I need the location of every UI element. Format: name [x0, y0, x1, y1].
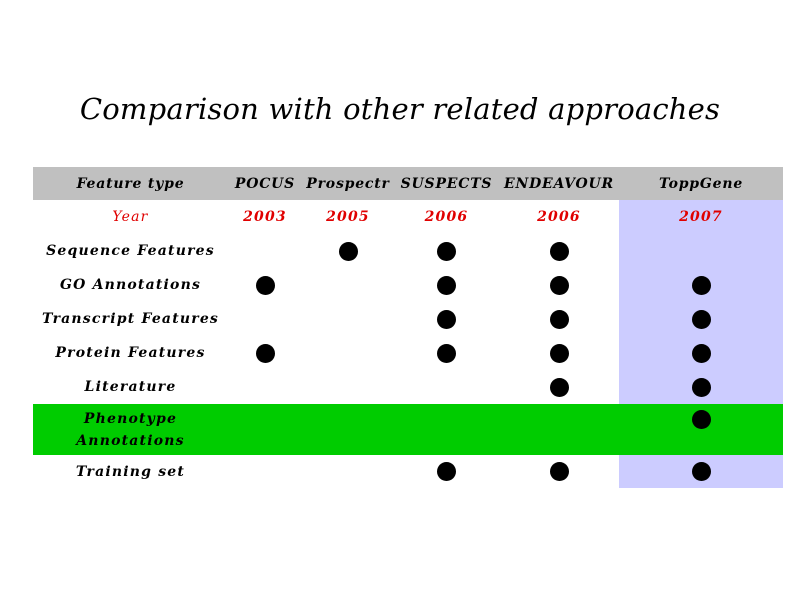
year-toppgene: 2007	[619, 200, 783, 234]
year-prospectr: 2005	[326, 209, 370, 225]
header-row: Feature type POCUS Prospectr SUSPECTS EN…	[33, 167, 783, 200]
cell-pocus	[228, 268, 302, 302]
cell-endeavour	[499, 268, 619, 302]
cell-toppgene	[619, 404, 783, 455]
feature-label: Sequence Features	[46, 243, 215, 259]
cell-toppgene	[619, 455, 783, 488]
table-row: Transcript Features	[33, 302, 783, 336]
cell-prospectr	[302, 336, 394, 370]
cell-pocus	[228, 302, 302, 336]
header-suspects: SUSPECTS	[400, 175, 493, 192]
table-row: Training set	[33, 455, 783, 488]
feature-label: Phenotype Annotations	[33, 404, 228, 455]
cell-suspects	[394, 404, 499, 455]
cell-toppgene	[619, 268, 783, 302]
cell-suspects	[394, 234, 499, 268]
feature-label: Transcript Features	[41, 311, 220, 327]
cell-prospectr	[302, 302, 394, 336]
cell-suspects	[394, 336, 499, 370]
cell-endeavour	[499, 370, 619, 404]
cell-pocus	[228, 370, 302, 404]
feature-label: GO Annotations	[59, 277, 202, 293]
check-dot-icon	[549, 309, 569, 329]
cell-prospectr	[302, 370, 394, 404]
cell-suspects	[394, 268, 499, 302]
check-dot-icon	[691, 377, 711, 397]
header-toppgene: ToppGene	[619, 167, 783, 200]
cell-endeavour	[499, 336, 619, 370]
cell-endeavour	[499, 234, 619, 268]
check-dot-icon	[437, 309, 456, 329]
check-dot-icon	[549, 377, 569, 397]
feature-label-line2: Annotations	[76, 432, 185, 449]
check-dot-icon	[255, 275, 275, 295]
cell-prospectr	[302, 404, 394, 455]
check-dot-icon	[437, 275, 456, 295]
cell-pocus	[228, 455, 302, 488]
cell-pocus	[228, 234, 302, 268]
feature-label: Literature	[84, 379, 177, 395]
check-dot-icon	[338, 241, 358, 261]
table-row: GO Annotations	[33, 268, 783, 302]
cell-prospectr	[302, 234, 394, 268]
table-row: Literature	[33, 370, 783, 404]
year-endeavour: 2006	[537, 209, 581, 225]
cell-prospectr	[302, 268, 394, 302]
header-endeavour: ENDEAVOUR	[504, 175, 614, 192]
check-dot-icon	[549, 462, 569, 481]
table-row: Sequence Features	[33, 234, 783, 268]
check-dot-icon	[691, 309, 711, 329]
header-prospectr: Prospectr	[306, 175, 390, 192]
feature-label: Training set	[75, 463, 186, 480]
cell-pocus	[228, 336, 302, 370]
cell-endeavour	[499, 302, 619, 336]
check-dot-icon	[437, 343, 456, 363]
cell-toppgene	[619, 336, 783, 370]
check-dot-icon	[437, 241, 456, 261]
cell-toppgene	[619, 370, 783, 404]
cell-endeavour	[499, 404, 619, 455]
cell-toppgene	[619, 302, 783, 336]
table-row: Protein Features	[33, 336, 783, 370]
table-row: Phenotype Annotations	[33, 404, 783, 455]
feature-label: Protein Features	[55, 345, 206, 361]
check-dot-icon	[691, 343, 711, 363]
check-dot-icon	[549, 241, 569, 261]
slide-title: Comparison with other related approaches	[79, 92, 721, 126]
cell-toppgene	[619, 234, 783, 268]
year-suspects: 2006	[424, 209, 469, 225]
cell-suspects	[394, 370, 499, 404]
cell-suspects	[394, 455, 499, 488]
year-pocus: 2003	[243, 209, 287, 225]
header-feature-type: Feature type	[76, 175, 185, 192]
cell-suspects	[394, 302, 499, 336]
check-dot-icon	[255, 343, 275, 363]
check-dot-icon	[437, 462, 456, 481]
check-dot-icon	[549, 343, 569, 363]
cell-prospectr	[302, 455, 394, 488]
check-dot-icon	[691, 275, 711, 295]
header-pocus: POCUS	[234, 175, 296, 192]
cell-pocus	[228, 404, 302, 455]
feature-label-line1: Phenotype	[83, 410, 178, 427]
year-label: Year	[112, 209, 149, 225]
cell-endeavour	[499, 455, 619, 488]
check-dot-icon	[549, 275, 569, 295]
comparison-table: Feature type POCUS Prospectr SUSPECTS EN…	[33, 167, 783, 488]
year-row: Year 2003 2005 2006 2006 2007	[33, 200, 783, 234]
check-dot-icon	[691, 462, 711, 481]
check-dot-icon	[691, 410, 711, 429]
